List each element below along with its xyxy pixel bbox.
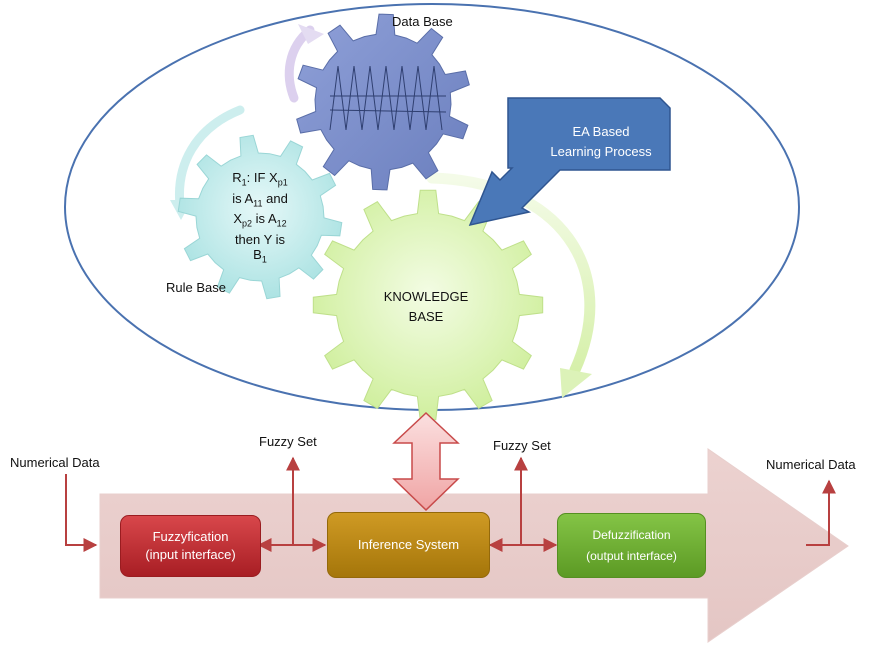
data-base-gear bbox=[296, 13, 470, 191]
arrow-numerical-out bbox=[806, 479, 836, 546]
data-base-label: Data Base bbox=[392, 14, 453, 29]
curved-arrow-green bbox=[426, 172, 596, 376]
double-arrow-kb-inference bbox=[392, 411, 460, 512]
kb-gear-text: KNOWLEDGE BASE bbox=[356, 287, 496, 327]
inference-box: Inference System bbox=[327, 512, 490, 578]
rule-line-1: R1: IF Xp1 bbox=[232, 170, 288, 188]
rule-base-gear bbox=[177, 134, 343, 300]
defuzzification-subtitle: (output interface) bbox=[586, 549, 677, 563]
arrow-numerical-in bbox=[65, 474, 98, 552]
rule-line-2: is A11 and bbox=[232, 190, 288, 209]
fuzzyfication-subtitle: (input interface) bbox=[145, 547, 236, 562]
rule-base-label: Rule Base bbox=[166, 280, 226, 295]
ea-line-1: EA Based bbox=[572, 124, 630, 139]
numerical-data-right-label: Numerical Data bbox=[766, 457, 856, 472]
fuzzyfication-title: Fuzzyfication bbox=[152, 529, 229, 544]
data-base-pattern bbox=[329, 65, 443, 131]
rule-line-5: B1 bbox=[253, 246, 267, 265]
ea-callout-text: EA Based Learning Process bbox=[536, 122, 666, 162]
ea-line-2: Learning Process bbox=[550, 144, 652, 159]
numerical-data-left-label: Numerical Data bbox=[10, 455, 100, 470]
knowledge-base-gear bbox=[312, 189, 544, 421]
fuzzyfication-box: Fuzzyfication (input interface) bbox=[120, 515, 261, 577]
rule-gear-text: R1: IF Xp1 is A11 and Xp2 is A12 then Y … bbox=[208, 170, 312, 267]
data-base-line-2 bbox=[329, 109, 447, 113]
rule-line-4: then Y is bbox=[234, 231, 286, 247]
curved-arrow-cyan bbox=[174, 105, 245, 210]
inference-title: Inference System bbox=[357, 537, 460, 552]
rule-line-3: Xp2 is A12 bbox=[233, 211, 287, 229]
defuzzification-box: Defuzzification (output interface) bbox=[557, 513, 706, 578]
fuzzy-set-right-label: Fuzzy Set bbox=[493, 438, 551, 453]
ea-callout bbox=[468, 97, 671, 227]
fuzzy-set-left-label: Fuzzy Set bbox=[259, 434, 317, 449]
defuzzification-title: Defuzzification bbox=[592, 528, 671, 542]
kb-line-2: BASE bbox=[408, 309, 444, 324]
kb-line-1: KNOWLEDGE bbox=[383, 289, 469, 304]
